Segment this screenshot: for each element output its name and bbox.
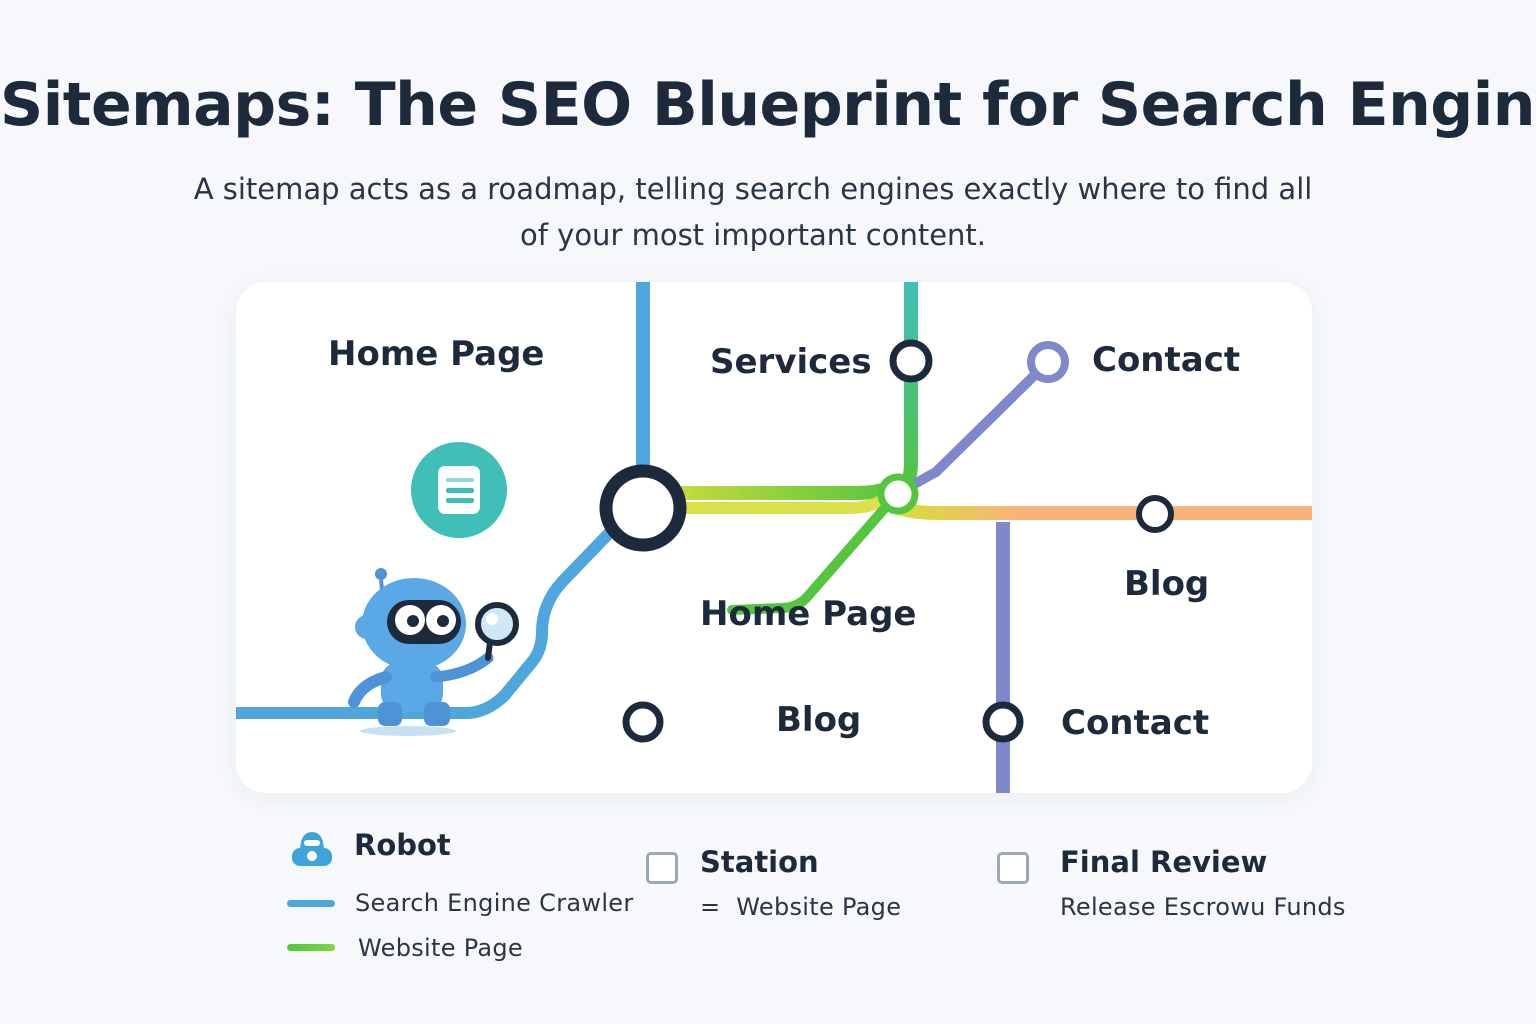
map-label-services: Services xyxy=(710,342,872,382)
page-subtitle: A sitemap acts as a roadmap, telling sea… xyxy=(193,172,1313,252)
legend-station-checkbox[interactable] xyxy=(646,852,678,884)
map-label-contact-bottom: Contact xyxy=(1061,703,1210,743)
legend-crawler-label: Search Engine Crawler xyxy=(355,889,634,917)
metro-line-contact xyxy=(893,357,1053,498)
map-label-contact: Contact xyxy=(1092,340,1241,380)
legend-station-title: Station xyxy=(700,845,819,879)
robot-head-icon xyxy=(292,832,332,866)
station-services xyxy=(889,339,933,383)
legend-website-page-line xyxy=(287,944,335,951)
legend-final-review-checkbox[interactable] xyxy=(997,852,1029,884)
map-label-home-page-mid: Home Page xyxy=(700,594,917,634)
station-blog-bottom xyxy=(622,701,664,743)
station-contact-bottom xyxy=(982,701,1024,743)
station-hub xyxy=(599,464,687,552)
robot-crawler-icon xyxy=(348,568,519,736)
metro-line-services xyxy=(894,282,918,500)
map-label-blog: Blog xyxy=(1124,564,1210,604)
sitemap-metro-map: Home Page Services Contact Home Page Blo… xyxy=(236,282,1312,793)
legend-station-desc: = Website Page xyxy=(700,893,902,921)
legend-final-review-desc: Release Escrowu Funds xyxy=(1060,893,1346,921)
map-label-home-page: Home Page xyxy=(328,334,545,374)
station-contact-top xyxy=(1027,341,1069,383)
legend-website-page-label: Website Page xyxy=(358,934,524,962)
metro-lines xyxy=(236,282,1312,793)
metro-line-green-diagonal xyxy=(727,488,903,615)
document-icon xyxy=(411,442,507,538)
legend-crawler-line xyxy=(287,900,335,907)
magnifying-glass-icon xyxy=(475,602,519,661)
page-title: Sitemaps: The SEO Blueprint for Search E… xyxy=(0,70,1536,140)
metro-line-orange xyxy=(896,501,1312,520)
metro-line-crawler xyxy=(236,520,622,719)
legend-final-review-title: Final Review xyxy=(1060,845,1268,879)
station-blog-right xyxy=(1136,495,1174,533)
station-junction xyxy=(877,473,919,515)
legend-robot-title: Robot xyxy=(354,828,451,862)
map-label-blog-bottom: Blog xyxy=(776,700,862,740)
